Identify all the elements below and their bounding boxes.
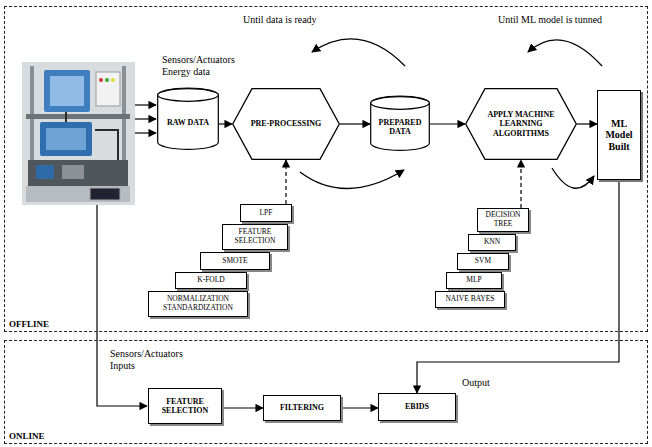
node-label: RAW DATA [160, 118, 216, 127]
method-box: NAIVE BAYES [435, 291, 505, 308]
indicator-light [111, 78, 115, 82]
method-box: SMOTE [200, 252, 270, 270]
node-label: FEATURE SELECTION [226, 228, 284, 245]
method-box: FEATURE SELECTION [222, 224, 288, 250]
node-label: EBIDS [383, 402, 451, 411]
annotation: Sensors/Actuators Inputs [110, 348, 200, 371]
flow-arrow [430, 123, 465, 124]
screen [90, 188, 120, 200]
process-box: FEATURE SELECTION [148, 388, 222, 424]
annotation: Output [462, 377, 490, 389]
hexagon-shape [466, 89, 577, 160]
dashed-arrow [520, 160, 521, 208]
data-arrow [135, 132, 156, 133]
region-label: ONLINE [9, 431, 45, 441]
process-hexagon: APPLY MACHINE LEARNING ALGORITHMS [465, 88, 577, 160]
data-cylinder: RAW DATA [157, 88, 219, 150]
loop-arrow [312, 39, 405, 66]
node-label: FEATURE SELECTION [153, 397, 217, 415]
tank-glass [46, 128, 86, 150]
loop-arrows [300, 39, 602, 189]
node-label: APPLY MACHINE LEARNING ALGORITHMS [483, 110, 559, 138]
valve [62, 165, 84, 179]
loop-arrow [528, 40, 602, 66]
pump-unit [28, 160, 128, 186]
node-label: SVM [461, 257, 505, 266]
loop-arrow [300, 170, 404, 189]
process-box: EBIDS [378, 393, 456, 421]
cylinder-top [371, 97, 430, 110]
flow-arrow [417, 180, 619, 393]
method-box: MLP [446, 272, 502, 289]
data-cylinder: PREPARED DATA [370, 96, 430, 151]
annotation: Until data is ready [243, 14, 317, 26]
flow-arrow [340, 123, 370, 124]
node-label: SMOTE [204, 257, 266, 266]
node-label: KNN [472, 238, 512, 247]
cylinder-body [371, 96, 430, 150]
cylinder-body [158, 88, 219, 149]
process-box: FILTERING [263, 395, 341, 421]
node-label: K-FOLD [179, 276, 243, 285]
pump [36, 165, 54, 179]
node-label: NAIVE BAYES [439, 295, 501, 304]
flow-arrow [219, 123, 232, 124]
model-box: ML Model Built [597, 90, 641, 180]
pipe [95, 130, 118, 160]
method-box: K-FOLD [175, 272, 247, 289]
node-label: FILTERING [268, 403, 336, 412]
indicator-light [105, 78, 109, 82]
pipe [65, 112, 67, 122]
dashed-arrow [285, 160, 286, 204]
flow-arrow [222, 407, 263, 408]
dashed-region: OFFLINE RAW DATA PRE-PROCESSING PREPARED DA… [4, 6, 648, 332]
dashed-region: ONLINE FEATURE SELECTION FILTERING EBIDS [4, 340, 648, 444]
node-label: PREPARED DATA [373, 118, 427, 136]
node-label: ML Model Built [601, 118, 637, 153]
method-box: KNN [468, 234, 516, 251]
data-arrow [135, 118, 156, 119]
flow-arrow [341, 407, 378, 408]
method-box: DECISION TREE [477, 208, 529, 232]
node-label: NORMALIZATION STANDARDIZATION [152, 295, 244, 312]
method-box: SVM [457, 253, 509, 270]
process-hexagon: PRE-PROCESSING [232, 88, 340, 160]
flow-arrow [577, 123, 597, 124]
lower-tank [40, 122, 92, 156]
hexagon-shape [233, 89, 340, 160]
annotation: Sensors/Actuators Energy data [162, 54, 252, 77]
node-label: DECISION TREE [481, 211, 525, 228]
loop-arrow [552, 168, 594, 188]
upper-tank [44, 70, 90, 112]
indicator-light [99, 78, 103, 82]
annotation: Until ML model is tunned [498, 14, 602, 26]
base [26, 186, 130, 202]
tank-glass [50, 76, 84, 106]
region-label: OFFLINE [9, 319, 49, 329]
photo-ground [22, 62, 135, 205]
machine-photo [22, 62, 135, 205]
method-box: LPF [240, 204, 292, 222]
shelf [26, 114, 130, 119]
node-label: PRE-PROCESSING [244, 119, 328, 128]
data-arrow [135, 104, 156, 105]
control-panel [96, 72, 120, 106]
node-label: LPF [244, 209, 288, 218]
node-label: MLP [450, 276, 498, 285]
cylinder-top [158, 89, 219, 102]
input-arrow [97, 205, 147, 406]
method-box: NORMALIZATION STANDARDIZATION [148, 291, 248, 317]
